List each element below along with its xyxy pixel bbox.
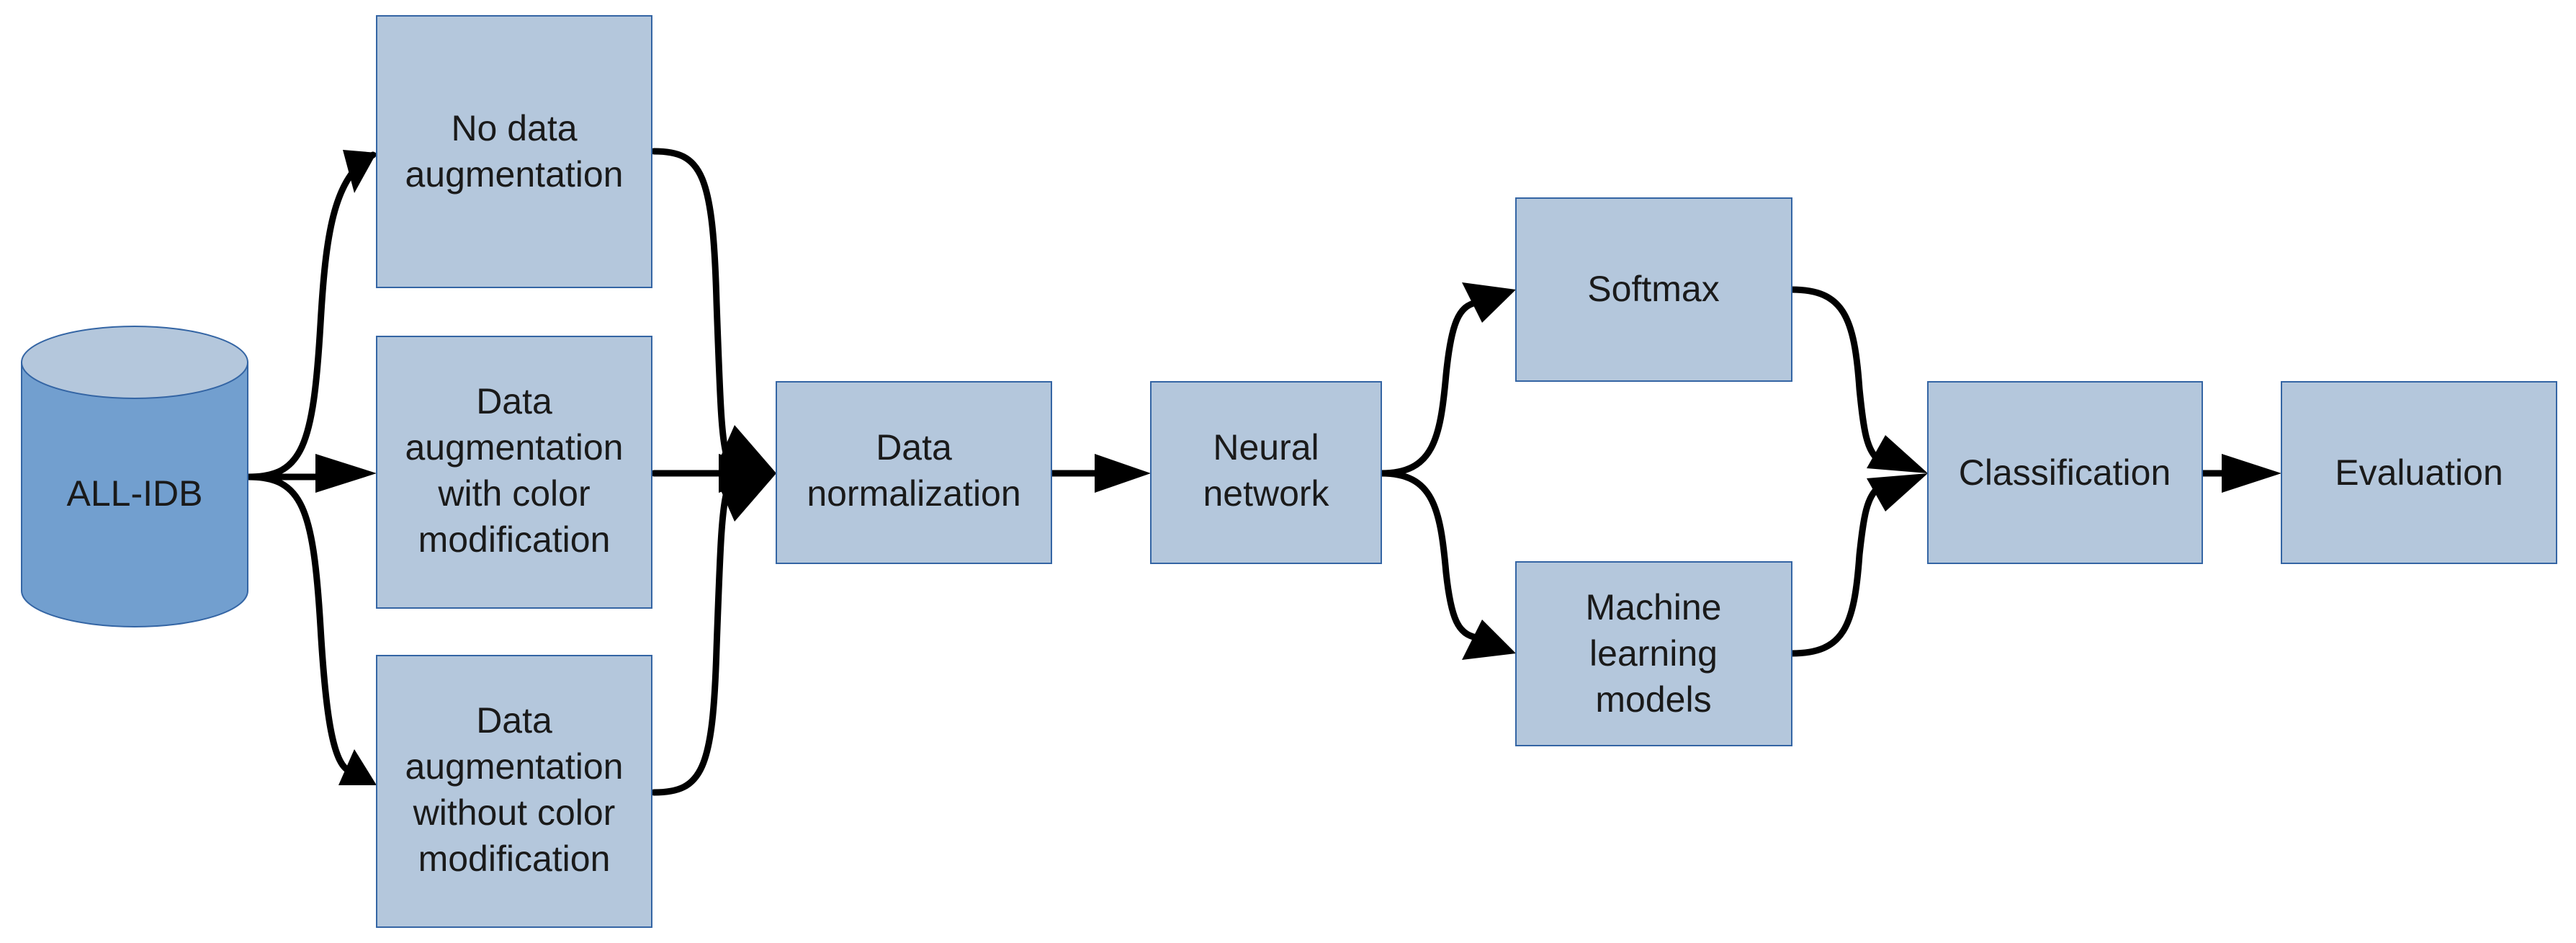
arrowhead-normalization-bottom (719, 473, 776, 522)
edge-no-aug-to-normalization (650, 148, 731, 461)
node-dataset: ALL-IDB (21, 326, 248, 627)
node-label: ALL-IDB (67, 473, 203, 514)
node-box (776, 381, 1052, 564)
node-label-line: No data (451, 108, 577, 148)
node-box (376, 336, 652, 609)
node-label-line: Data (476, 700, 552, 741)
node-label-line: augmentation (405, 746, 623, 787)
arrowhead-aug-color (315, 454, 377, 493)
edge-softmax-to-classification (1788, 286, 1883, 465)
node-augmentation-without-color: Data augmentation without color modifica… (376, 655, 652, 928)
node-box (2281, 381, 2557, 564)
arrowheads (315, 150, 2281, 785)
node-label-line: modification (418, 519, 611, 560)
edge-neural-network-to-softmax (1378, 299, 1480, 477)
node-data-normalization: Data normalization (776, 381, 1052, 564)
node-box (1150, 381, 1382, 564)
node-label-line: Neural (1213, 427, 1319, 468)
node-label-line: Softmax (1587, 269, 1719, 309)
arrowhead-classification-bottom (1867, 473, 1928, 511)
node-label-line: Data (476, 381, 552, 421)
node-label-line: with color (437, 473, 590, 514)
node-box (1927, 381, 2203, 564)
cylinder-body (21, 362, 248, 627)
edges (245, 148, 2229, 796)
node-box (1515, 197, 1792, 382)
node-evaluation: Evaluation (2281, 381, 2557, 564)
node-box (376, 15, 652, 288)
node-box (376, 655, 652, 928)
arrowhead-neural-network (1095, 454, 1151, 493)
arrowhead-softmax (1462, 282, 1516, 323)
arrowhead-ml-models (1462, 620, 1516, 660)
node-neural-network: Neural network (1150, 381, 1382, 564)
node-label-line: without color (413, 792, 616, 833)
arrowhead-aug-nocolor (338, 749, 377, 785)
node-label-line: Classification (1959, 452, 2171, 493)
node-label-line: network (1203, 473, 1329, 514)
edge-dataset-to-aug-nocolor (245, 473, 353, 774)
node-machine-learning-models: Machine learning models (1515, 561, 1792, 746)
node-no-augmentation: No data augmentation (376, 15, 652, 288)
edge-ml-models-to-classification (1788, 483, 1883, 657)
node-label-line: Machine (1586, 587, 1722, 627)
node-softmax: Softmax (1515, 197, 1792, 382)
node-label-line: learning (1589, 633, 1718, 674)
node-label-line: augmentation (405, 427, 623, 468)
node-label-line: augmentation (405, 154, 623, 195)
node-label-line: Evaluation (2335, 452, 2503, 493)
node-classification: Classification (1927, 381, 2203, 564)
cylinder-top (21, 326, 248, 399)
edge-neural-network-to-ml-models (1378, 470, 1480, 641)
node-label-line: models (1595, 679, 1711, 720)
edge-aug-nocolor-to-normalization (650, 486, 731, 796)
node-label-line: modification (418, 839, 611, 879)
node-box (1515, 561, 1792, 746)
node-label-line: Data (876, 427, 952, 468)
arrowhead-no-aug (343, 150, 377, 193)
arrowhead-classification-top (1867, 435, 1928, 473)
node-label-line: normalization (807, 473, 1020, 514)
edge-dataset-to-no-aug (245, 151, 377, 481)
arrowhead-evaluation (2222, 454, 2281, 493)
node-augmentation-with-color: Data augmentation with color modificatio… (376, 336, 652, 609)
